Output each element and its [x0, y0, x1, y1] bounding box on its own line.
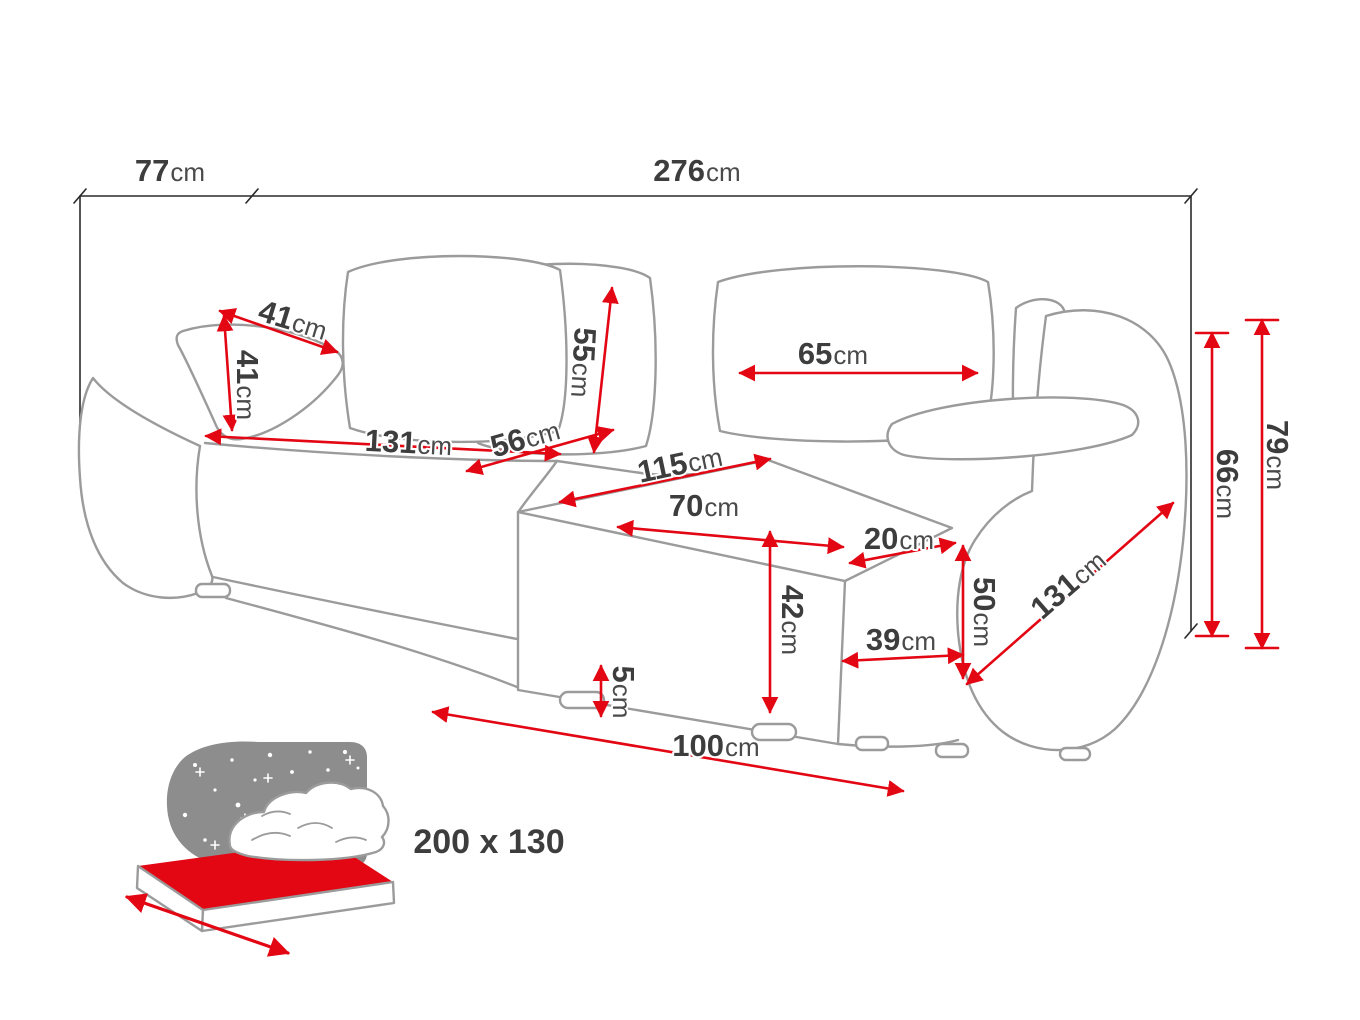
dim-label-back-cushion-height: 55cm [564, 327, 603, 399]
dim-label-total-width: 276cm [653, 153, 740, 188]
back-pillow-left [341, 254, 568, 444]
sofa-leg [934, 742, 970, 759]
dim-line-chaise-length [558, 453, 772, 508]
duvet [228, 781, 390, 862]
dim-line-chaise-width [616, 519, 845, 555]
bed-size-label: 200 x 130 [413, 823, 564, 861]
duvet-fold [335, 836, 367, 843]
left-armrest [77, 376, 214, 600]
dim-line-arm-pillow-height [216, 314, 240, 432]
frame-tick [1184, 623, 1198, 639]
dim-line-side-depth [965, 501, 1175, 686]
dim-label-arm-pillow-height: 41cm [230, 350, 265, 420]
right-armrest-cushion [886, 396, 1140, 461]
dim-label-leg-height: 5cm [606, 666, 641, 719]
dim-label-armrest-width: 20cm [864, 521, 934, 556]
sofa-leg [194, 582, 232, 599]
base-front-edge [224, 596, 519, 689]
dim-label-top-depth: 77cm [135, 153, 205, 188]
seat-corner-seam [555, 459, 650, 476]
duvet-fold [297, 822, 333, 829]
dim-line-chaise-depth [431, 706, 905, 797]
frame-tick [73, 188, 87, 204]
dimension-lines [204, 286, 1280, 797]
duvet-fold [261, 810, 291, 817]
dim-label-back-cushion-width: 65cm [798, 336, 868, 371]
dim-line-seat-depth [465, 425, 615, 476]
seat-corner-seam [517, 459, 559, 513]
sofa-leg [1058, 746, 1092, 762]
sofa-bed-night-icon [125, 741, 396, 957]
frame-tick [1184, 188, 1198, 204]
dim-label-backrest-height: 79cm [1260, 420, 1295, 490]
dim-line-armrest-width [848, 537, 957, 569]
sofa-leg [854, 735, 890, 752]
dim-label-front-height: 42cm [775, 585, 810, 655]
seat-front-edge [211, 575, 519, 641]
dim-label-base-depth: 39cm [866, 622, 936, 657]
duvet-fold [251, 831, 291, 841]
dim-label-chaise-depth: 100cm [672, 728, 759, 763]
dim-label-armrest-height: 66cm [1210, 449, 1245, 519]
dim-line-base-depth [841, 647, 965, 669]
dim-label-seat-width: 131cm [364, 423, 453, 463]
dim-label-chaise-width: 70cm [669, 488, 739, 523]
frame-tick [245, 188, 259, 204]
sofa-leg [558, 690, 606, 710]
dim-line-back-cushion-height [587, 286, 619, 454]
bed-length-arrow [125, 893, 290, 957]
dim-label-base-height: 50cm [967, 577, 1002, 647]
dim-line-arm-pillow-width [218, 308, 339, 355]
